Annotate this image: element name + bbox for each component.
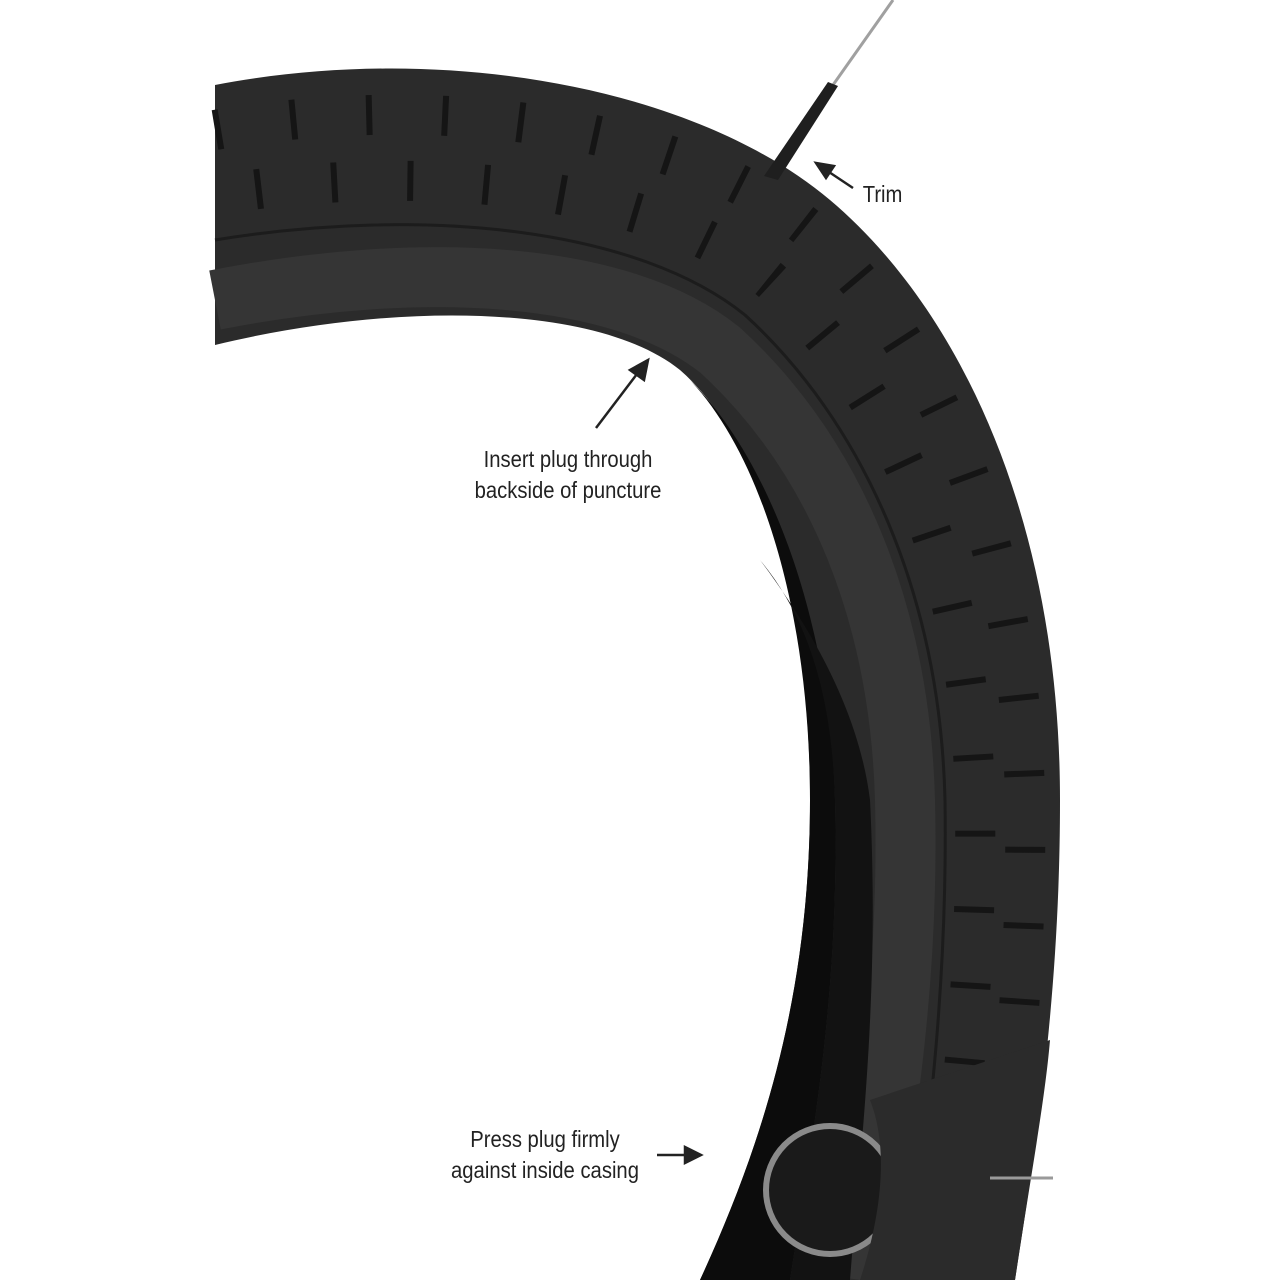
tire-edge-overlap	[860, 1040, 1050, 1280]
plug-wire-top	[831, 0, 895, 86]
arrow-icon	[657, 1144, 704, 1166]
insert-plug-line-1: Insert plug through	[483, 446, 653, 472]
press-plug-line-1: Press plug firmly	[470, 1126, 620, 1152]
press-plug-line-2: against inside casing	[451, 1157, 639, 1183]
insert-plug-line-2: backside of puncture	[474, 477, 662, 503]
insert-plug-label: Insert plug through backside of puncture	[462, 444, 673, 506]
inner-casing-shadow	[760, 560, 873, 1280]
inner-casing	[690, 380, 836, 1280]
arrow-icon	[595, 357, 650, 429]
sidewall	[209, 247, 936, 1280]
press-plug-label: Press plug firmly against inside casing	[435, 1124, 655, 1186]
tread-groove-line	[214, 223, 947, 1280]
arrow-icon	[813, 161, 854, 190]
trim-label: Trim	[862, 181, 903, 207]
plug-stem	[764, 82, 838, 180]
